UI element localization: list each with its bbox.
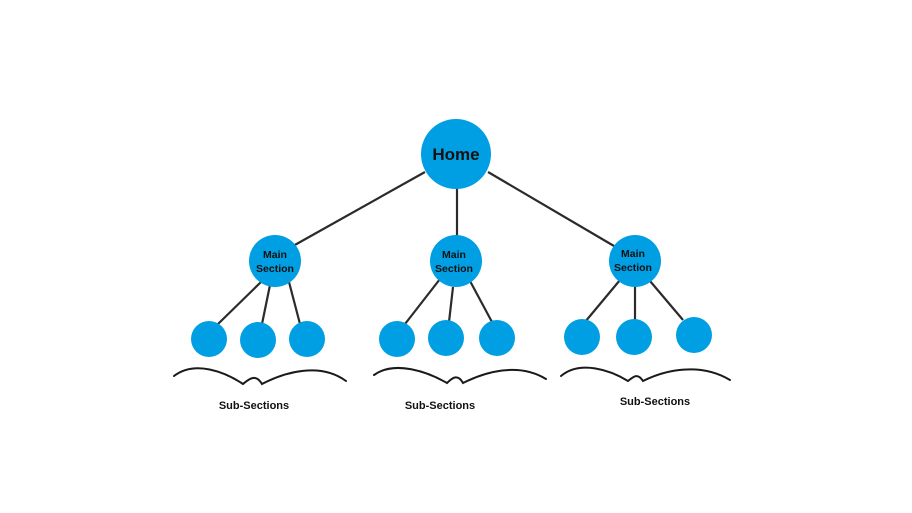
edge-home-to-section-1 — [292, 171, 426, 247]
sub-section-node — [479, 320, 515, 356]
edge-section-2-to-sub-1 — [404, 278, 441, 325]
sub-section-node — [379, 321, 415, 357]
sub-section-node — [240, 322, 276, 358]
main-section-1: Main Section — [249, 235, 301, 287]
home-node-label: Home — [432, 145, 479, 164]
sub-sections-brace-3 — [560, 366, 731, 383]
main-section-1-circle — [249, 235, 301, 287]
home-node-circle — [421, 119, 491, 189]
sub-sections-group-1 — [191, 321, 325, 358]
edge-home-to-section-3 — [487, 171, 615, 247]
main-section-1-label-line2: Section — [256, 263, 294, 275]
edge-section-2-to-sub-3 — [469, 280, 493, 323]
sub-section-node — [191, 321, 227, 357]
edge-section-3-to-sub-3 — [649, 280, 684, 321]
sub-section-node — [676, 317, 712, 353]
sub-section-node — [428, 320, 464, 356]
root-edges — [292, 171, 615, 247]
sub-sections-caption-3: Sub-Sections — [620, 396, 690, 408]
sub-sections-brace-1 — [173, 367, 347, 386]
edge-section-1-to-sub-2 — [260, 284, 272, 325]
edge-section-3-to-sub-1 — [584, 279, 621, 323]
sub-sections-brace-2 — [373, 367, 547, 385]
section-edges — [217, 278, 684, 325]
sub-section-node — [289, 321, 325, 357]
sub-section-node — [616, 319, 652, 355]
edge-section-1-to-sub-1 — [217, 281, 262, 325]
main-section-3: Main Section — [609, 235, 661, 287]
sub-sections-caption-1: Sub-Sections — [219, 400, 289, 412]
sub-section-node — [564, 319, 600, 355]
edge-section-1-to-sub-3 — [287, 281, 302, 325]
main-section-2-label-line1: Main — [442, 249, 466, 261]
main-section-2-circle — [430, 235, 482, 287]
home-node: Home — [421, 119, 491, 189]
sub-sections-caption-2: Sub-Sections — [405, 400, 475, 412]
main-section-2: Main Section — [430, 235, 482, 287]
main-section-2-label-line2: Section — [435, 263, 473, 275]
edge-section-2-to-sub-2 — [447, 286, 455, 323]
main-section-1-label-line1: Main — [263, 249, 287, 261]
main-section-3-label-line2: Section — [614, 262, 652, 274]
main-section-3-label-line1: Main — [621, 248, 645, 260]
sub-sections-group-2 — [379, 320, 515, 357]
sub-sections-group-3 — [564, 317, 712, 355]
main-section-3-circle — [609, 235, 661, 287]
